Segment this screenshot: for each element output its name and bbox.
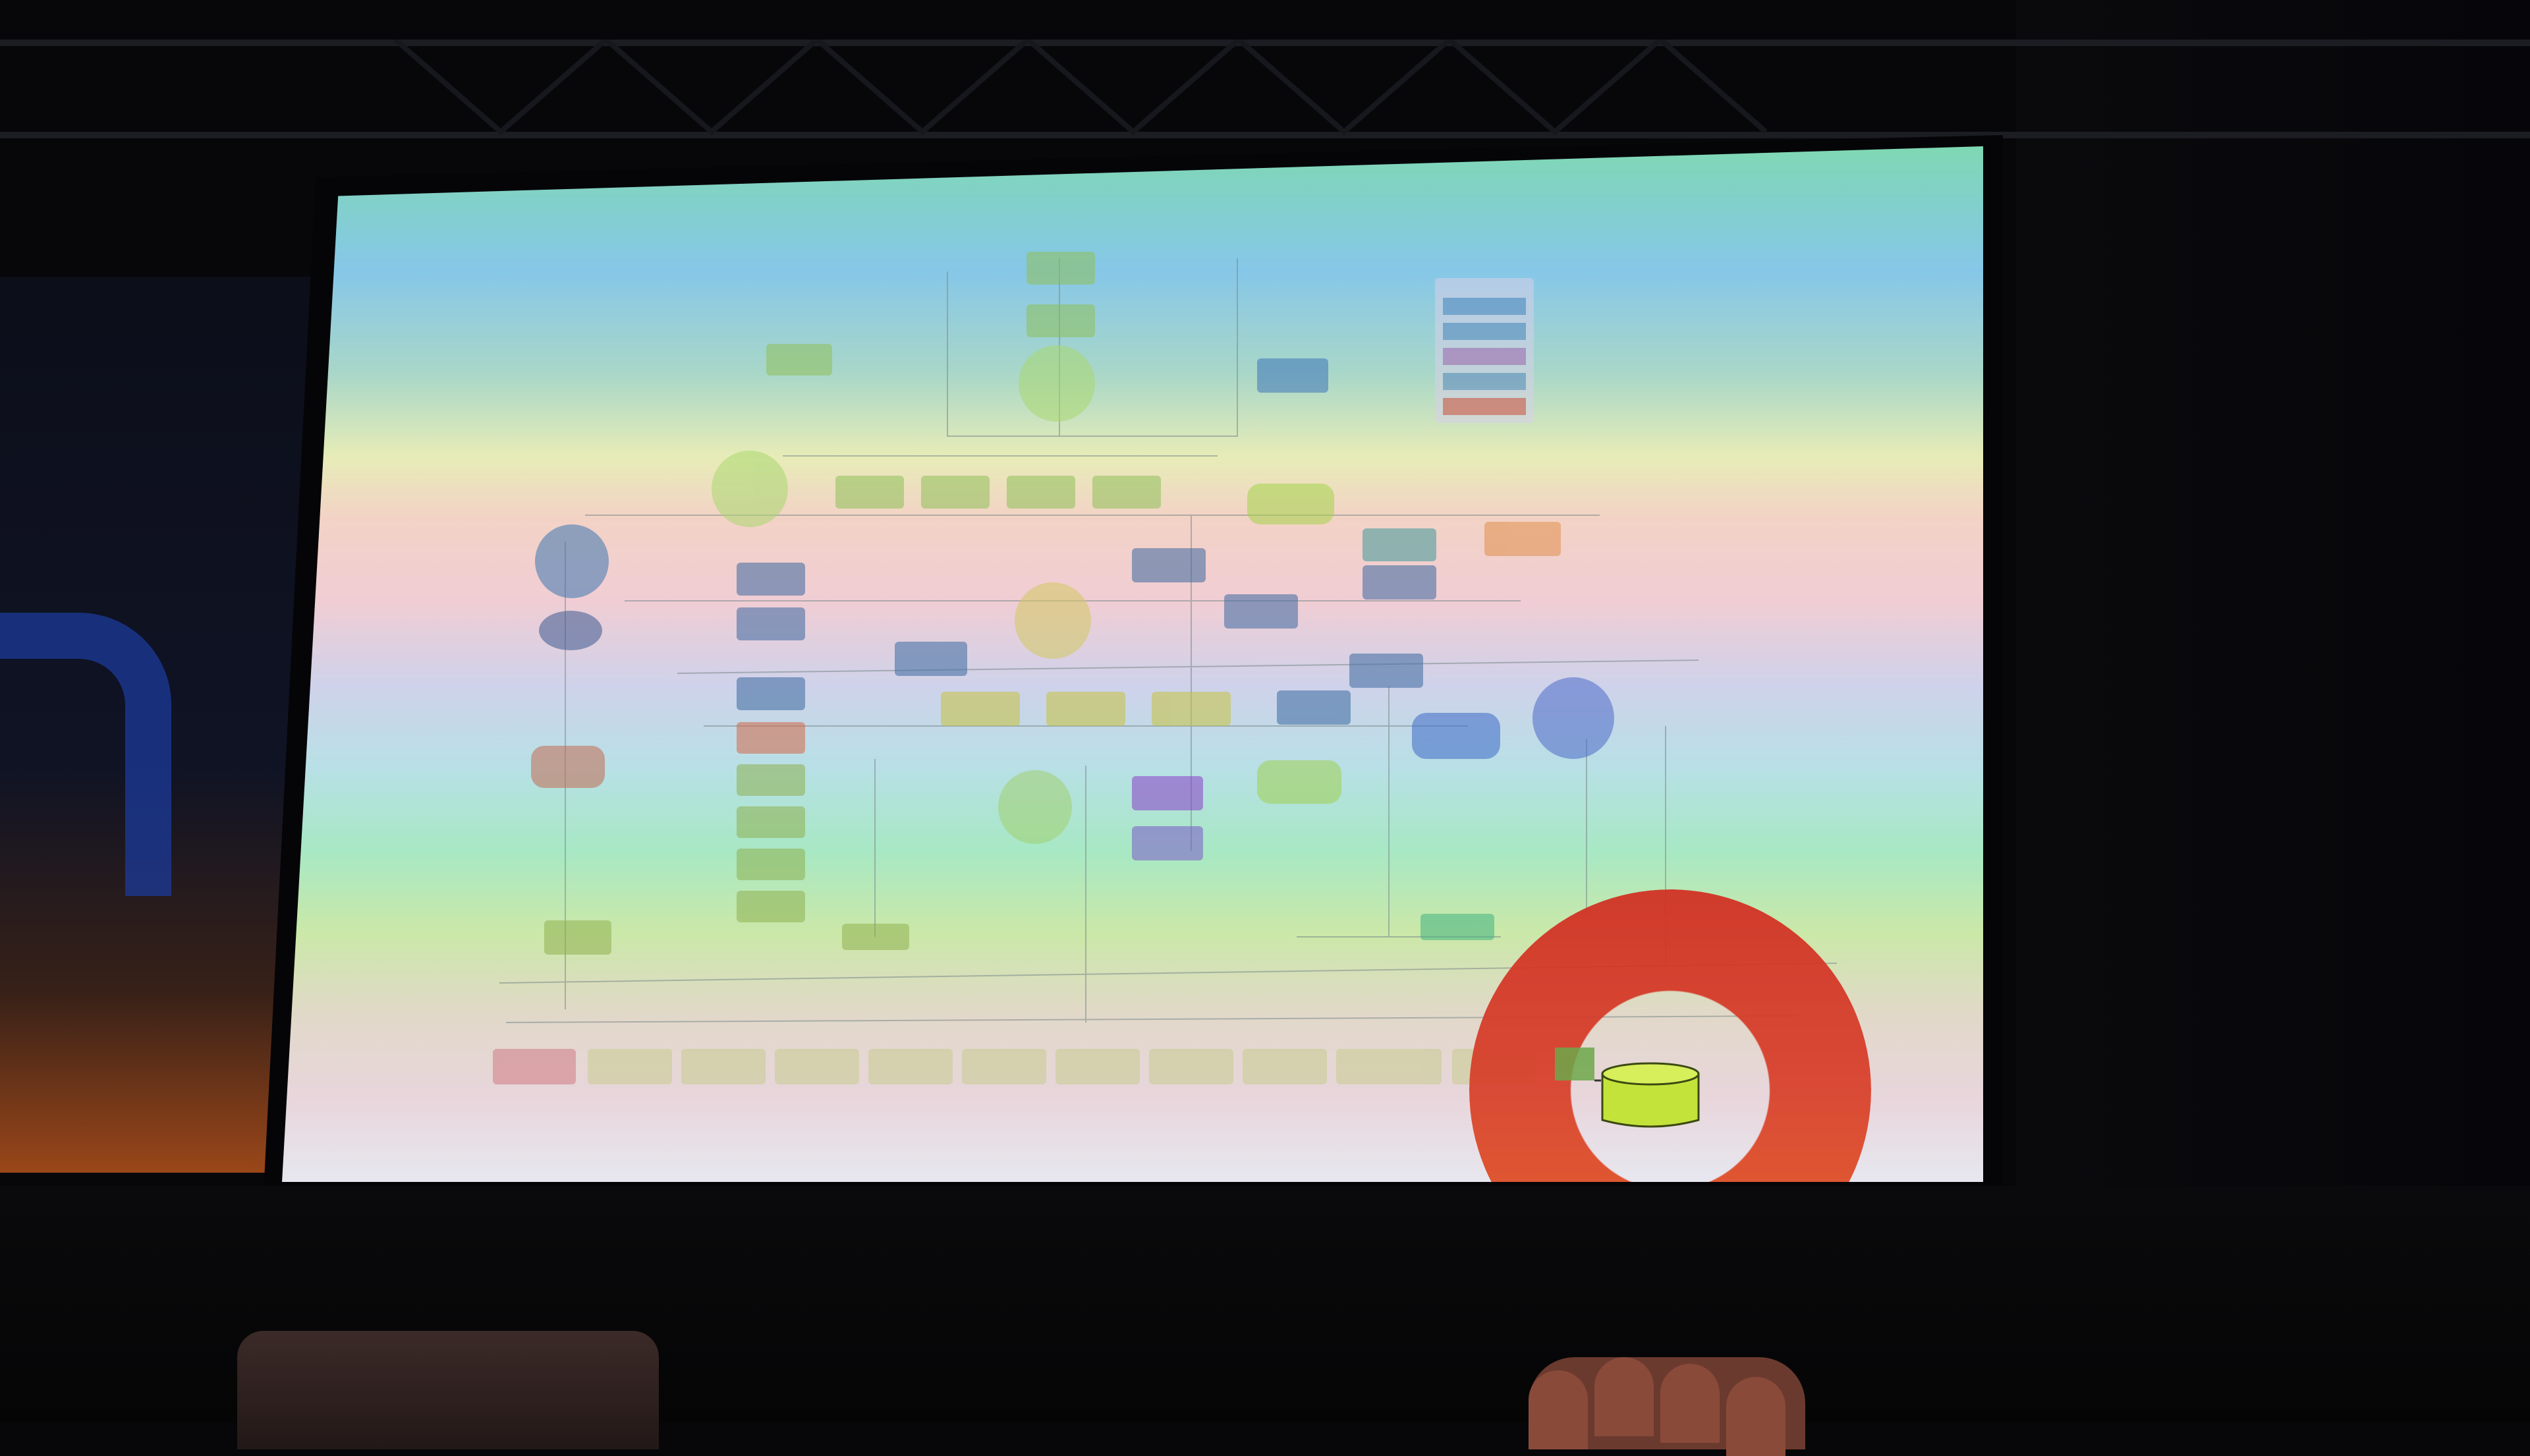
diagram-node <box>1092 476 1161 509</box>
diagram-node <box>1132 548 1206 582</box>
diagram-node <box>775 1049 859 1084</box>
diagram-node <box>1007 476 1075 509</box>
diagram-node <box>1224 594 1298 629</box>
stage-truss <box>0 132 2530 138</box>
diagram-node <box>941 692 1020 726</box>
diagram-node <box>737 764 805 796</box>
diagram-node <box>1277 690 1351 725</box>
diagram-node <box>1247 484 1334 524</box>
truss-bracing <box>393 40 1768 136</box>
finger <box>1726 1377 1785 1456</box>
diagram-node <box>737 849 805 880</box>
diagram-node <box>1243 1049 1327 1084</box>
diagram-node <box>1420 914 1494 940</box>
diagram-node <box>1132 776 1203 810</box>
stage-truss <box>0 40 2530 46</box>
diagram-node <box>737 563 805 596</box>
legend-item <box>1443 348 1526 365</box>
diagram-node <box>737 722 805 754</box>
diagram-node <box>1412 713 1500 759</box>
diagram-node <box>868 1049 953 1084</box>
diagram-node <box>712 451 788 527</box>
diagram-node <box>588 1049 672 1084</box>
diagram-node <box>1349 654 1423 688</box>
side-screen-letter-graphic <box>0 613 171 896</box>
diagram-node <box>1532 677 1614 759</box>
diagram-node <box>493 1049 576 1084</box>
diagram-nodes <box>493 252 1614 1084</box>
database-icon <box>1555 1048 1700 1128</box>
diagram-node <box>1257 760 1341 804</box>
diagram-node <box>1015 582 1091 659</box>
diagram-node <box>1484 522 1561 556</box>
diagram-node <box>1363 528 1436 561</box>
architecture-diagram <box>493 252 1838 1084</box>
legend-item <box>1443 373 1526 390</box>
diagram-node <box>1257 358 1328 393</box>
diagram-node <box>842 924 909 950</box>
diagram-node <box>535 524 609 598</box>
diagram-node <box>962 1049 1046 1084</box>
diagram-node <box>1336 1049 1442 1084</box>
diagram-node <box>895 642 967 676</box>
diagram-node <box>681 1049 766 1084</box>
diagram-node <box>1363 565 1436 600</box>
legend-item <box>1443 323 1526 340</box>
diagram-node <box>1026 252 1095 285</box>
diagram-node <box>737 891 805 922</box>
highlight-ring-clip <box>282 146 1983 1182</box>
diagram-node <box>998 770 1072 844</box>
finger <box>1660 1364 1720 1443</box>
finger <box>1594 1357 1654 1436</box>
diagram-node <box>835 476 904 509</box>
diagram-node <box>1152 692 1231 726</box>
diagram-node <box>737 677 805 710</box>
diagram-node <box>1132 826 1203 860</box>
diagram-node <box>737 607 805 640</box>
finger <box>1529 1370 1588 1449</box>
legend-item <box>1443 398 1526 415</box>
diagram-node <box>531 746 605 788</box>
diagram-node <box>1046 692 1125 726</box>
diagram-node <box>766 344 832 376</box>
diagram-node <box>737 806 805 838</box>
diagram-node <box>539 611 602 650</box>
diagram-node <box>1055 1049 1140 1084</box>
legend-item <box>1443 298 1526 315</box>
diagram-node <box>1026 304 1095 337</box>
audience-head <box>237 1331 659 1449</box>
diagram-node <box>921 476 990 509</box>
diagram-node <box>544 920 611 955</box>
diagram-node <box>1149 1049 1233 1084</box>
diagram-node <box>1019 345 1095 422</box>
